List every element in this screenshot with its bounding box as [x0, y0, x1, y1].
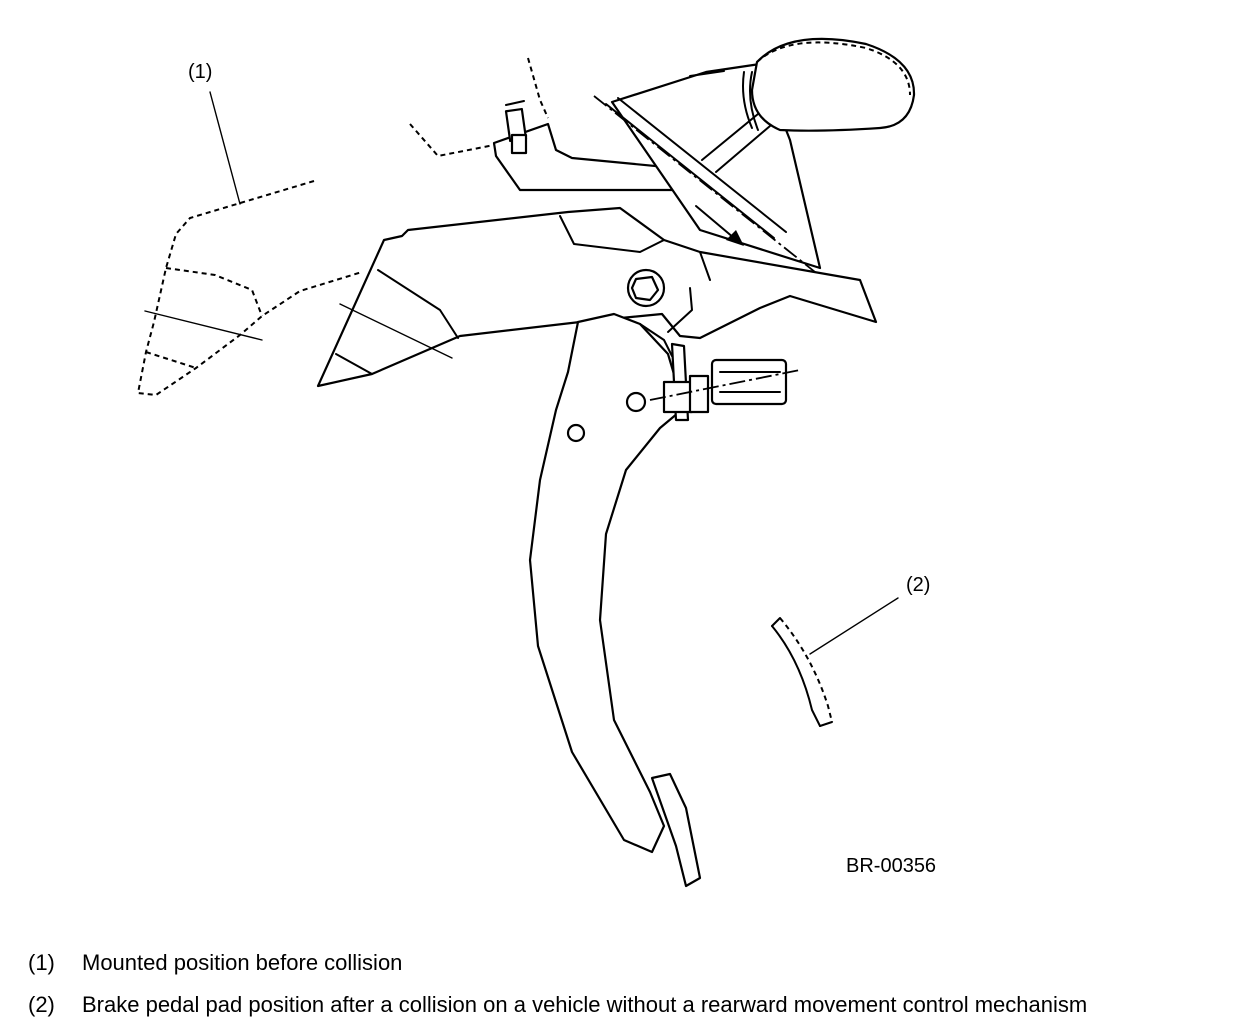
callout-2: (2)	[906, 574, 930, 596]
legend-number: (1)	[28, 950, 55, 975]
figure-code: BR-00356	[846, 855, 936, 877]
leader-line-2	[809, 597, 899, 655]
booster-assembly	[593, 37, 916, 277]
post-collision-pad	[771, 617, 833, 727]
pre-collision-outline	[136, 57, 549, 397]
brake-pedal-diagram: (1) (2) BR-00356	[136, 37, 936, 888]
stop-light-switch	[649, 342, 801, 422]
legend: (1) Mounted position before collision (2…	[28, 942, 1238, 1026]
legend-item: (1) Mounted position before collision	[28, 942, 1238, 984]
legend-text: Mounted position before collision	[82, 950, 403, 975]
legend-item: (2) Brake pedal pad position after a col…	[28, 984, 1238, 1026]
leader-line-1	[209, 91, 241, 205]
callout-1: (1)	[188, 61, 212, 83]
legend-number: (2)	[28, 992, 55, 1017]
legend-text: Brake pedal pad position after a collisi…	[82, 992, 1088, 1017]
